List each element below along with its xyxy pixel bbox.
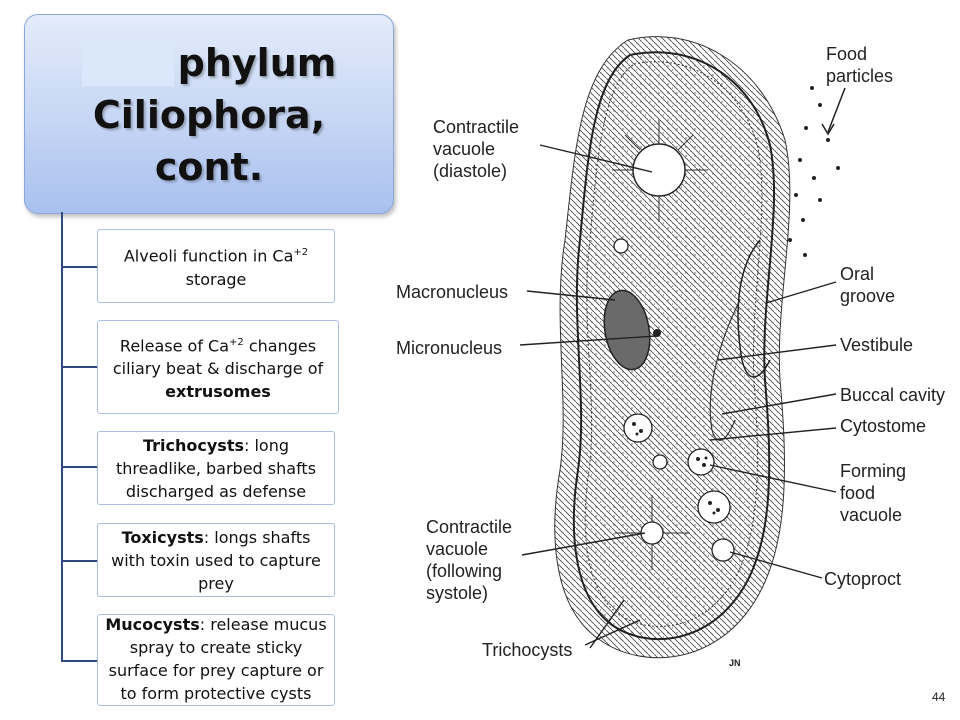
food-particles-dots (788, 86, 840, 257)
food-arrow (827, 87, 846, 133)
label-macronucleus: Macronucleus (396, 282, 509, 302)
paramecium-illustration: JN (519, 36, 846, 668)
label-forming-food-vacuole: Forming food vacuole (840, 461, 907, 525)
connector-branch-3 (61, 466, 97, 468)
connector-branch-5 (61, 660, 97, 662)
label-micronucleus: Micronucleus (396, 338, 503, 358)
label-contractile-vacuole-diastole: Contractile vacuole (diastole) (433, 117, 520, 181)
connector-branch-1 (61, 266, 97, 268)
label-buccal-cavity: Buccal cavity (840, 385, 946, 405)
initials-text: JN (729, 658, 741, 668)
label-trichocysts: Trichocysts (482, 640, 573, 660)
macronucleus-shape (603, 289, 651, 371)
title-line-2: Ciliophora, (92, 93, 326, 137)
food-vacuoles (613, 238, 735, 562)
card-calcium-release: Release of Ca+2 changes ciliary beat & d… (97, 320, 339, 414)
slide-title: phylum Ciliophora, cont. (25, 37, 393, 193)
food-vacuole-particles (632, 422, 720, 515)
label-cytoproct: Cytoproct (824, 569, 902, 589)
title-box: phylum Ciliophora, cont. (24, 14, 394, 214)
cell-body (572, 51, 775, 641)
card-trichocysts: Trichocysts: long threadlike, barbed sha… (97, 431, 335, 505)
contractile-vacuole-systole-shape (615, 495, 690, 570)
title-line-1: phylum (177, 41, 337, 85)
label-cytostome: Cytostome (840, 416, 927, 436)
label-contractile-vacuole-systole: Contractile vacuole (following systole) (426, 517, 513, 603)
connector-trunk (61, 212, 63, 662)
connector-branch-2 (61, 366, 97, 368)
title-redaction-block (81, 38, 174, 86)
card-alveoli: Alveoli function in Ca+2 storage (97, 229, 335, 303)
title-line-3: cont. (154, 145, 264, 189)
pellicle-inner (584, 61, 763, 627)
micronucleus-shape (653, 329, 661, 337)
card-toxicysts: Toxicysts: longs shafts with toxin used … (97, 523, 335, 597)
connector-branch-4 (61, 560, 97, 562)
card-mucocysts: Mucocysts: release mucus spray to create… (97, 614, 335, 706)
leader-lines (519, 144, 837, 649)
oral-groove (737, 239, 771, 378)
label-oral-groove: Oral groove (840, 264, 896, 306)
contractile-vacuole-diastole-shape (612, 120, 708, 222)
label-food-particles: Food particles (826, 44, 894, 86)
slide-number: 44 (932, 690, 946, 704)
label-vestibule: Vestibule (840, 335, 914, 355)
